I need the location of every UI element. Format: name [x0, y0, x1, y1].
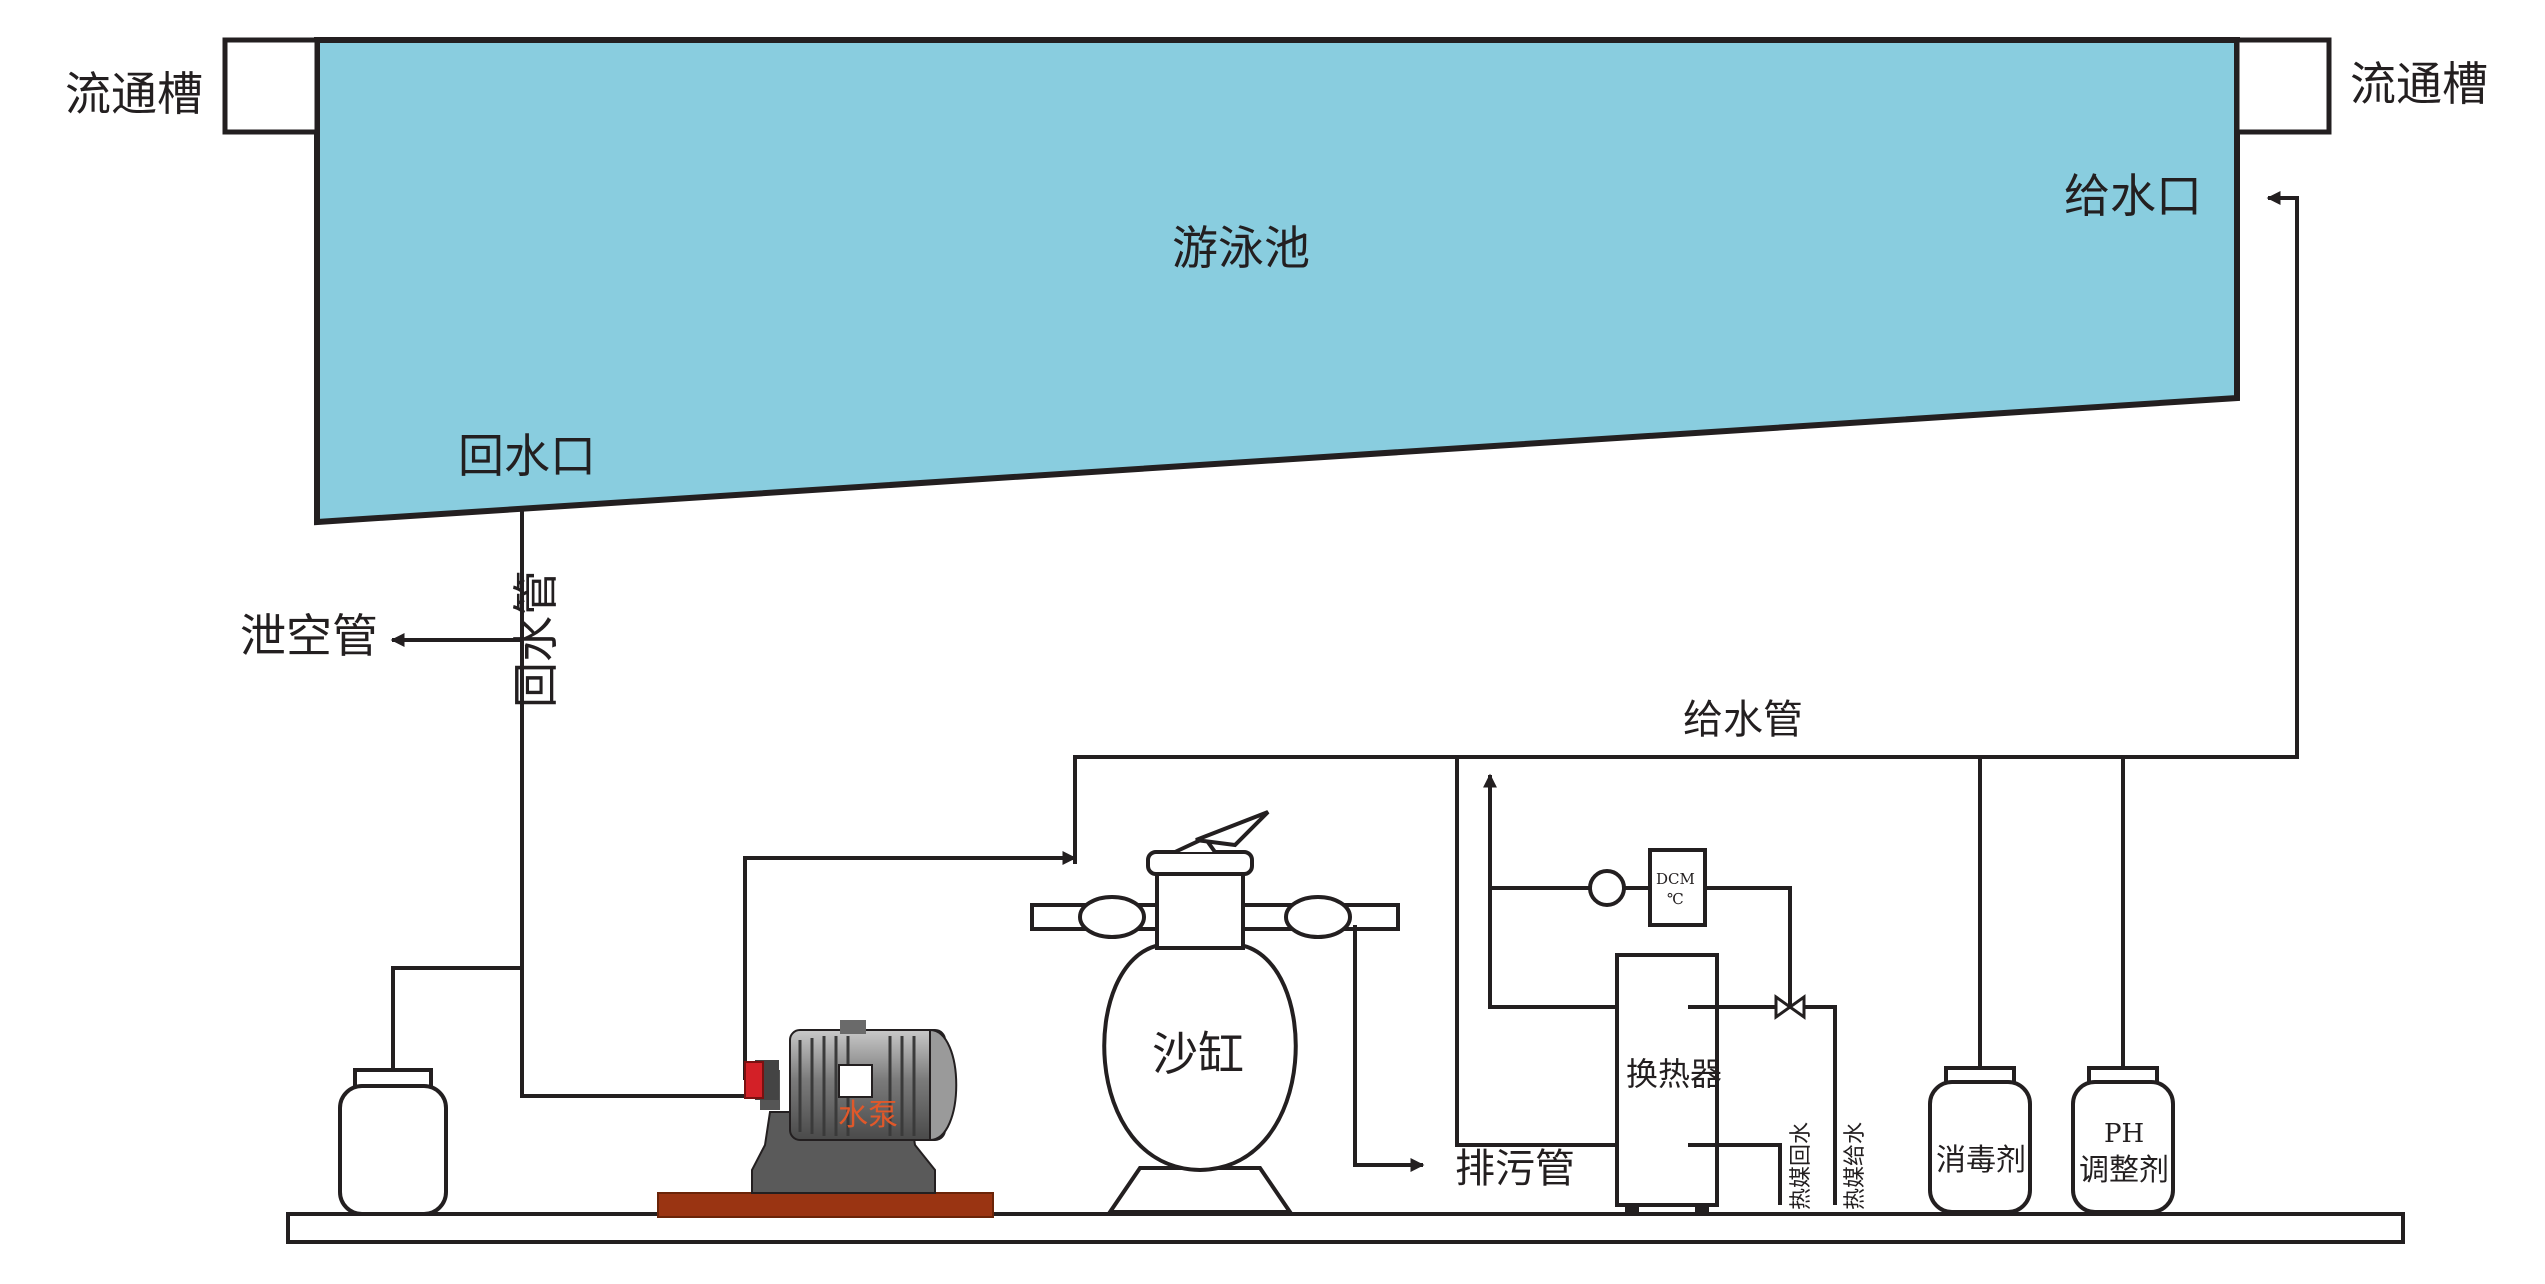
- supply-pipe-label: 给水管: [1683, 697, 1803, 743]
- pool-label: 游泳池: [1172, 221, 1310, 275]
- controller-to-valve-line: [1705, 886, 1792, 1007]
- inlet-label: 给水口: [2064, 169, 2202, 223]
- sand-filter: [1030, 810, 1400, 1214]
- pump-flange: [744, 1061, 764, 1099]
- ph-tank-body: [2071, 1080, 2175, 1214]
- overflow-right-label: 流通槽: [2350, 57, 2488, 111]
- ph-label-line2: 调整剂: [2079, 1153, 2169, 1188]
- sand-filter-label: 沙缸: [1152, 1027, 1244, 1081]
- disinfectant-label: 消毒剂: [1936, 1143, 2026, 1178]
- heat-exchanger-foot-left: [1625, 1205, 1639, 1215]
- drain-pipe-label: 泄空管: [240, 609, 378, 663]
- heat-medium-return-line: [1688, 1143, 1782, 1205]
- return-pipe-label: 回水管: [509, 570, 563, 708]
- tank-branch-line: [391, 966, 522, 1075]
- ground-slab: [286, 1212, 2405, 1244]
- heat-medium-supply-line: [1688, 1005, 1837, 1205]
- overflow-left-label: 流通槽: [65, 67, 203, 121]
- ph-label-line1: PH: [2104, 1119, 2144, 1149]
- disinfectant-tank-body: [1928, 1080, 2032, 1214]
- overflow-channel-left: [222, 37, 320, 135]
- control-valve: [1774, 994, 1806, 1020]
- heat-medium-return-label: 热媒回水: [1789, 1122, 1814, 1210]
- pump-label: 水泵: [838, 1098, 898, 1133]
- heater-bypass-line: [1455, 757, 1642, 1152]
- heat-exchanger-foot-right: [1695, 1205, 1709, 1215]
- overflow-channel-right: [2234, 37, 2332, 135]
- return-outlet-label: 回水口: [458, 429, 596, 483]
- left-tank-body: [338, 1084, 448, 1216]
- heat-exchanger: [1615, 953, 1719, 1207]
- pump-to-filter-line: [743, 851, 1077, 1080]
- filter-outlet-line: [1073, 191, 2299, 864]
- heater-outlet-line: [1483, 773, 1617, 1009]
- heat-exchanger-label: 换热器: [1626, 1055, 1722, 1093]
- pump-motor: [751, 1020, 958, 1194]
- heat-medium-supply-label: 热媒给水: [1843, 1122, 1868, 1210]
- sewage-pipe-line: [1353, 925, 1425, 1172]
- temperature-sensor: [1588, 869, 1626, 907]
- pump-base: [657, 1192, 994, 1218]
- return-pipe-line: [520, 510, 745, 1098]
- controller-label-line2: ℃: [1667, 890, 1684, 908]
- controller-label-line1: DCM: [1656, 870, 1695, 888]
- pool-body: [314, 37, 2240, 526]
- sewage-pipe-label: 排污管: [1455, 1146, 1575, 1192]
